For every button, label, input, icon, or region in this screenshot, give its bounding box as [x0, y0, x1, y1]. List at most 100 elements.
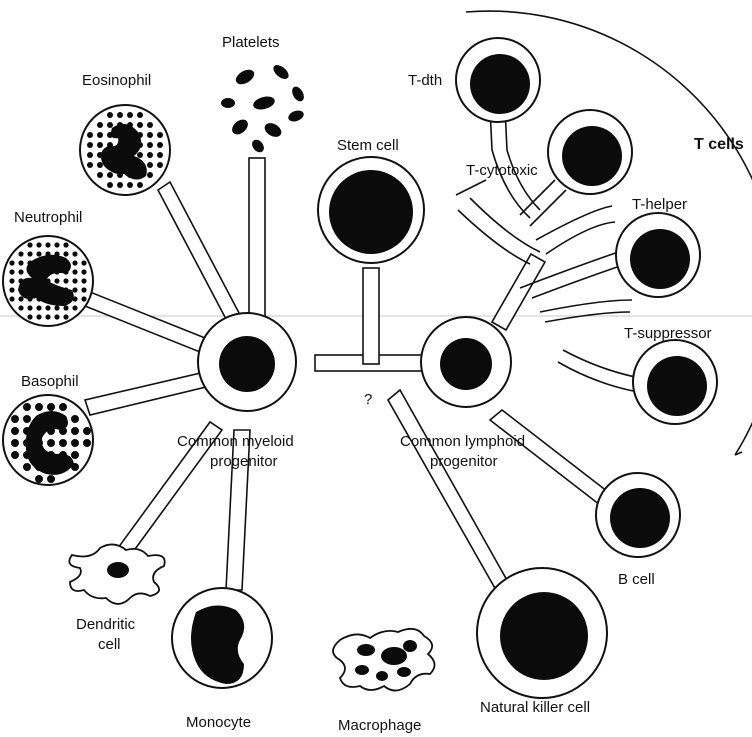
granule [54, 305, 60, 311]
label-t-cells: T cells [694, 136, 744, 153]
granule [27, 251, 33, 257]
granule [97, 162, 103, 168]
granule [63, 242, 69, 248]
granule [157, 132, 163, 138]
granule [71, 427, 79, 435]
label-b-cell: B cell [618, 571, 655, 588]
granule [47, 403, 55, 411]
stem-cell [317, 156, 425, 264]
granule [72, 287, 78, 293]
granule [23, 415, 31, 423]
connectors [68, 157, 614, 592]
granule [27, 242, 33, 248]
granule [36, 314, 42, 320]
granule [54, 242, 60, 248]
granule [147, 162, 153, 168]
granule [18, 251, 24, 257]
t-cell-bands [457, 107, 641, 393]
granule [107, 112, 113, 118]
granule [107, 182, 113, 188]
granule [54, 314, 60, 320]
granule [9, 278, 15, 284]
granule [137, 122, 143, 128]
granule [18, 260, 24, 266]
granule [147, 132, 153, 138]
granule [97, 122, 103, 128]
granule [11, 439, 19, 447]
label-t-dth: T-dth [408, 72, 442, 89]
granule [87, 132, 93, 138]
label-natural-killer: Natural killer cell [480, 699, 590, 716]
granule [63, 305, 69, 311]
granule [117, 112, 123, 118]
granule [81, 296, 87, 302]
label-lymphoid-1: Common lymphoid [400, 433, 525, 450]
label-basophil: Basophil [21, 373, 79, 390]
granule [45, 242, 51, 248]
label-myeloid-2: progenitor [210, 453, 278, 470]
label-dendritic-2: cell [98, 636, 121, 653]
granule [97, 142, 103, 148]
granule [9, 296, 15, 302]
label-stem-cell: Stem cell [337, 137, 399, 154]
granule [18, 269, 24, 275]
connector-b-cell [488, 408, 614, 507]
granule [81, 269, 87, 275]
label-platelets: Platelets [222, 34, 280, 51]
label-t-cytotoxic: T-cytotoxic [466, 162, 538, 179]
t-helper-cell [615, 212, 701, 298]
granule [137, 112, 143, 118]
t-cytotoxic-cell [547, 109, 633, 195]
granule [107, 122, 113, 128]
granule [147, 142, 153, 148]
granule [147, 172, 153, 178]
granule [81, 287, 87, 293]
monocyte-cell [171, 587, 273, 689]
granule [35, 475, 43, 483]
granule [9, 269, 15, 275]
granule [11, 415, 19, 423]
granule [72, 251, 78, 257]
granule [137, 182, 143, 188]
neutrophil-cell [2, 235, 94, 327]
t-suppressor-cell [632, 339, 718, 425]
t-dth-cell [455, 37, 541, 123]
connector-stem-cell [362, 267, 380, 365]
label-myeloid-1: Common myeloid [177, 433, 294, 450]
label-t-suppressor: T-suppressor [624, 325, 712, 342]
myeloid-progenitor-cell [197, 312, 297, 412]
label-dendritic-1: Dendritic [76, 616, 136, 633]
granule [147, 152, 153, 158]
granule [71, 451, 79, 459]
granule [107, 172, 113, 178]
granule [59, 403, 67, 411]
granule [18, 305, 24, 311]
granule [11, 451, 19, 459]
platelets-cluster [221, 65, 304, 153]
granule [97, 172, 103, 178]
lymphoid-progenitor-cell [420, 316, 512, 408]
granule [97, 132, 103, 138]
t-cells-bracket [455, 10, 752, 456]
granule [23, 463, 31, 471]
granule [81, 260, 87, 266]
granule [157, 142, 163, 148]
granule [36, 305, 42, 311]
granule [63, 314, 69, 320]
granule [47, 439, 55, 447]
label-monocyte: Monocyte [186, 714, 251, 731]
connector-basophil [83, 371, 212, 416]
granule [11, 427, 19, 435]
granule [63, 278, 69, 284]
granule [9, 260, 15, 266]
granule [87, 162, 93, 168]
granule [157, 152, 163, 158]
granule [9, 287, 15, 293]
granule [157, 162, 163, 168]
granule [71, 439, 79, 447]
eosinophil-cell [79, 104, 171, 196]
granule [27, 314, 33, 320]
natural-killer-cell [476, 567, 608, 699]
